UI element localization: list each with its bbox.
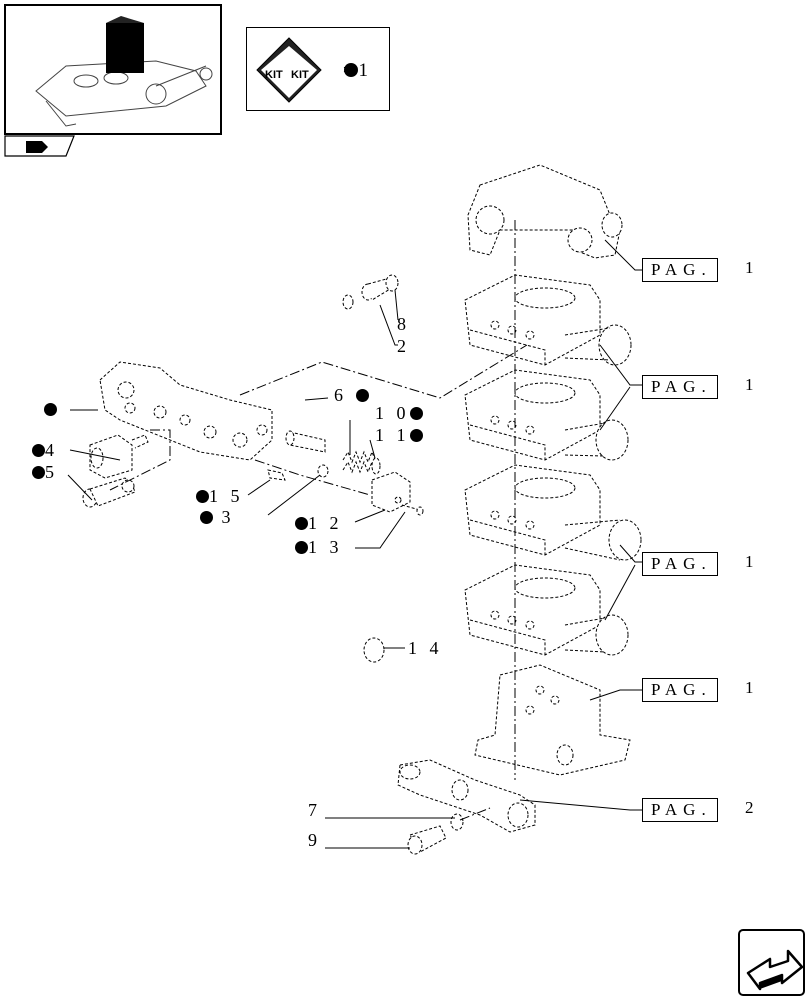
- callout-4: 4: [32, 440, 58, 461]
- oring-part-7: [450, 813, 464, 831]
- plug-part-9: [407, 825, 447, 855]
- cover-plate-part-12: [371, 471, 411, 513]
- screw-part-13: [401, 504, 424, 516]
- callout-9: 9: [308, 830, 321, 850]
- callout-6: 6: [334, 385, 369, 406]
- callout-11: 1 1: [375, 425, 423, 446]
- kit-bullet-icon: [344, 63, 358, 77]
- callout-7: 7: [308, 800, 321, 820]
- assembly-thumbnail[interactable]: [4, 4, 222, 135]
- oring-part-2: [342, 294, 354, 310]
- kit-bullet-icon: [295, 541, 308, 554]
- spring-part-11: [342, 450, 381, 475]
- kit-label-right: KIT: [291, 69, 309, 81]
- control-valve-body: [99, 361, 273, 461]
- page-reference-number: 2: [745, 798, 754, 817]
- callout-12: 1 2: [295, 513, 343, 534]
- kit-legend-box: KIT KIT: [246, 27, 390, 111]
- callout-3: 3: [200, 507, 235, 528]
- oring-part-14: [363, 637, 385, 663]
- callout-2: 2: [397, 336, 410, 356]
- kit-label-left: KIT: [265, 69, 283, 81]
- sleeve-part-8: [361, 274, 399, 301]
- page-reference-box[interactable]: PAG.: [642, 375, 718, 399]
- valve-section-2: [464, 369, 629, 461]
- kit-quantity-text: = 1: [343, 60, 368, 81]
- link-bracket: [397, 759, 536, 833]
- page-reference-number: 1: [745, 375, 754, 394]
- kit-bullet-icon: [196, 490, 209, 503]
- page-reference-box[interactable]: PAG.: [642, 258, 718, 282]
- valve-section-4: [464, 564, 629, 656]
- kit-bullet-icon: [295, 517, 308, 530]
- page-reference-number: 1: [745, 552, 754, 571]
- callout-15: 1 5: [196, 486, 244, 507]
- page-reference-box[interactable]: PAG.: [642, 678, 718, 702]
- plunger-part-5: [82, 477, 136, 508]
- callout-13: 1 3: [295, 537, 343, 558]
- page-reference-box[interactable]: PAG.: [642, 552, 718, 576]
- kit-bullet-icon: [355, 389, 369, 402]
- kit-bullet-icon: [200, 511, 213, 524]
- kit-bullet-icon: [44, 403, 57, 416]
- callout-14: 1 4: [408, 638, 443, 658]
- valve-section-3: [464, 464, 642, 561]
- page-reference-number: 1: [745, 258, 754, 277]
- callout-8: 8: [397, 314, 410, 334]
- page-reference-box[interactable]: PAG.: [642, 798, 718, 822]
- plug-part-15: [267, 469, 286, 481]
- solenoid-part-4: [89, 434, 149, 479]
- callout-10: 1 0: [375, 403, 423, 424]
- page-reference-number: 1: [745, 678, 754, 697]
- valve-top-cover: [467, 164, 623, 259]
- next-page-arrow-icon: [746, 949, 804, 991]
- kit-box-icon: KIT KIT: [256, 37, 358, 103]
- washer-part-3: [317, 464, 329, 478]
- thumbnail-tab: [4, 135, 76, 157]
- spool-part-6: [285, 430, 326, 453]
- kit-bullet-icon: [32, 466, 45, 479]
- kit-bullet-icon: [32, 444, 45, 457]
- callout-valve-body: [44, 399, 57, 420]
- assembly-thumbnail-icon: [35, 16, 213, 127]
- valve-end-plate: [474, 664, 631, 776]
- callout-5: 5: [32, 462, 58, 483]
- next-page-button[interactable]: [738, 929, 805, 996]
- kit-bullet-icon: [409, 429, 423, 442]
- kit-bullet-icon: [409, 407, 423, 420]
- valve-section-1: [464, 274, 632, 366]
